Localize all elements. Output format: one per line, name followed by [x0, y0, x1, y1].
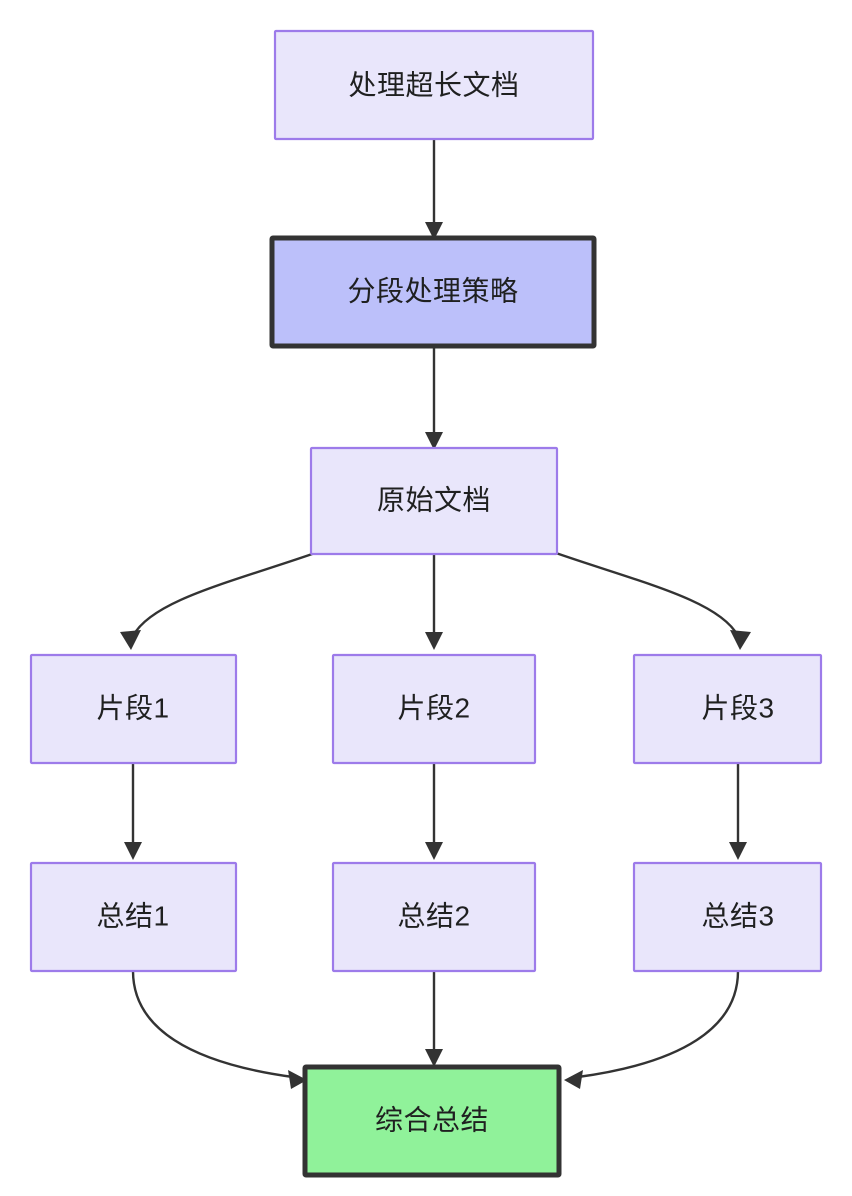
node-summary3-label: 总结3	[701, 900, 774, 931]
node-strategy-box[interactable]	[269, 235, 597, 349]
node-chunk3-box[interactable]	[632, 653, 823, 765]
node-root-box[interactable]	[273, 29, 595, 141]
node-summary3[interactable]: 总结3	[632, 861, 823, 973]
node-summary2-label: 总结2	[397, 900, 470, 931]
node-chunk3-label: 片段3	[701, 692, 774, 723]
arrowhead-icon	[425, 432, 443, 450]
edge-source-to-chunk2	[425, 554, 443, 650]
edge-source-to-chunk3	[552, 550, 751, 650]
edge-chunk1-to-summary1	[124, 763, 142, 860]
arrowhead-icon	[120, 630, 141, 650]
arrowhead-icon	[564, 1070, 583, 1089]
node-strategy-label: 分段处理策略	[347, 275, 518, 306]
node-chunk3[interactable]: 片段3	[632, 653, 823, 765]
edge-source-to-chunk1	[120, 550, 319, 650]
edge-chunk2-to-summary2	[425, 763, 443, 860]
node-summary2[interactable]: 总结2	[331, 861, 537, 973]
node-summary1-label: 总结1	[96, 900, 169, 931]
arrowhead-icon	[288, 1070, 307, 1089]
arrowhead-icon	[729, 842, 747, 860]
node-chunk2-label: 片段2	[397, 692, 470, 723]
node-chunk2[interactable]: 片段2	[331, 653, 537, 765]
node-source-label: 原始文档	[377, 484, 491, 515]
arrowhead-icon	[730, 630, 751, 650]
node-summary3-box[interactable]	[632, 861, 823, 973]
arrowhead-icon	[124, 842, 142, 860]
node-layer: 处理超长文档 分段处理策略 原始文档 片段1 片段2	[29, 29, 823, 1178]
node-chunk1-label: 片段1	[96, 692, 169, 723]
edge-layer	[120, 139, 751, 1089]
edge-strategy-to-source	[425, 346, 443, 450]
node-root[interactable]: 处理超长文档	[273, 29, 595, 141]
edge-root-to-strategy	[425, 139, 443, 240]
node-root-label: 处理超长文档	[348, 69, 519, 100]
edge-summary2-to-final	[425, 971, 443, 1067]
arrowhead-icon	[425, 222, 443, 240]
arrowhead-icon	[425, 1049, 443, 1067]
node-final-label: 综合总结	[375, 1104, 489, 1135]
node-summary2-box[interactable]	[331, 861, 537, 973]
node-strategy[interactable]: 分段处理策略	[269, 235, 597, 349]
arrowhead-icon	[425, 842, 443, 860]
edge-summary1-to-final	[131, 970, 307, 1089]
arrowhead-icon	[425, 632, 443, 650]
node-summary1-box[interactable]	[29, 861, 238, 973]
node-final-box[interactable]	[302, 1064, 562, 1178]
node-final[interactable]: 综合总结	[302, 1064, 562, 1178]
node-source[interactable]: 原始文档	[309, 446, 559, 556]
node-summary1[interactable]: 总结1	[29, 861, 238, 973]
node-chunk1-box[interactable]	[29, 653, 238, 765]
node-chunk2-box[interactable]	[331, 653, 537, 765]
node-source-box[interactable]	[309, 446, 559, 556]
edge-summary3-to-final	[564, 970, 740, 1089]
node-chunk1[interactable]: 片段1	[29, 653, 238, 765]
edge-chunk3-to-summary3	[729, 763, 747, 860]
